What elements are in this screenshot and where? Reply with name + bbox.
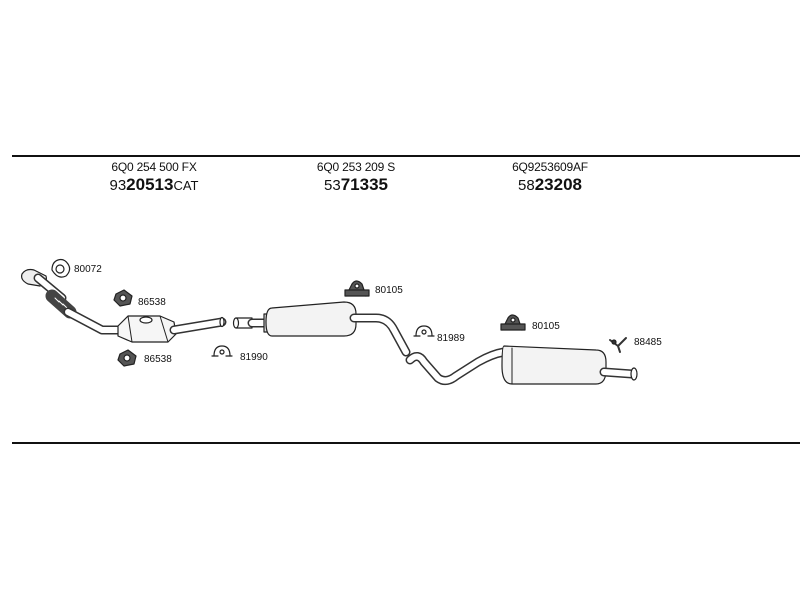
catalytic-converter-assembly bbox=[21, 268, 227, 343]
rear-silencer-assembly bbox=[405, 345, 638, 386]
label-80105-upper: 80105 bbox=[375, 285, 403, 296]
bracket-icon bbox=[609, 337, 627, 353]
label-80105-lower: 80105 bbox=[532, 321, 560, 332]
article-number: 5371335 bbox=[324, 175, 388, 194]
label-86538-top: 86538 bbox=[138, 297, 166, 308]
rubber-mount-icon-bottom bbox=[117, 349, 137, 367]
hanger-icon-lower bbox=[500, 314, 526, 331]
label-81990: 81990 bbox=[240, 352, 268, 363]
clamp-icon-81989 bbox=[413, 325, 435, 337]
bottom-divider bbox=[12, 442, 800, 444]
label-88485: 88485 bbox=[634, 337, 662, 348]
rubber-mount-icon-top bbox=[113, 289, 133, 307]
middle-silencer-assembly bbox=[232, 301, 411, 357]
hanger-icon-upper bbox=[344, 280, 370, 297]
top-divider bbox=[12, 155, 800, 157]
part-header-middle-silencer: 6Q0 253 209 S 5371335 bbox=[266, 160, 446, 195]
part-header-catalytic-converter: 6Q0 254 500 FX 9320513CAT bbox=[64, 160, 244, 195]
oem-number: 6Q9253609AF bbox=[512, 160, 588, 174]
oem-number: 6Q0 254 500 FX bbox=[111, 160, 197, 174]
label-80072: 80072 bbox=[74, 264, 102, 275]
gasket-icon bbox=[51, 258, 71, 278]
article-number: 5823208 bbox=[518, 175, 582, 194]
article-number: 9320513CAT bbox=[109, 175, 199, 194]
label-86538-bottom: 86538 bbox=[144, 354, 172, 365]
label-81989: 81989 bbox=[437, 333, 465, 344]
part-header-rear-silencer: 6Q9253609AF 5823208 bbox=[460, 160, 640, 195]
oem-number: 6Q0 253 209 S bbox=[316, 160, 396, 174]
clamp-icon-81990 bbox=[211, 345, 233, 357]
